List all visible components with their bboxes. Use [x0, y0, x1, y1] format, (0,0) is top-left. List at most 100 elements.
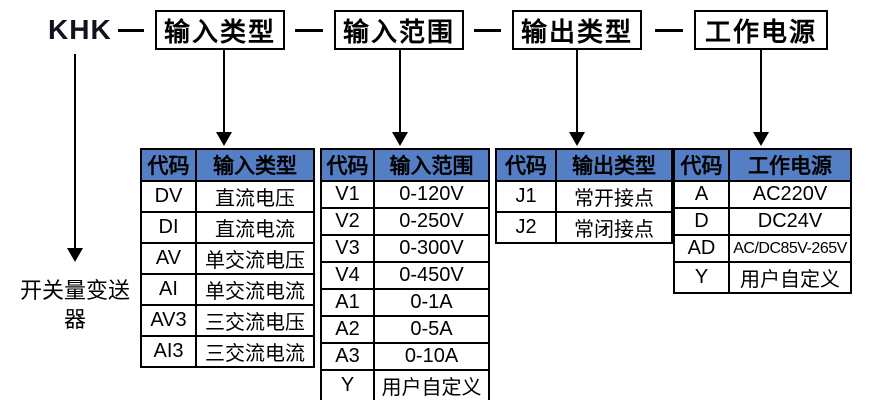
- table-row: A2 0-5A: [320, 315, 490, 344]
- table-row: D DC24V: [673, 207, 852, 236]
- table-header-row: 代码 输入类型: [140, 148, 315, 182]
- segment-label: 输出类型: [520, 16, 633, 47]
- value-cell: 常闭接点: [555, 211, 673, 244]
- code-cell: Y: [673, 261, 730, 294]
- code-cell: J2: [495, 211, 557, 244]
- model-prefix: KHK: [48, 14, 112, 45]
- segment-dash: [118, 29, 144, 32]
- code-cell: J1: [495, 180, 557, 213]
- value-cell: 0-5A: [373, 315, 490, 344]
- code-cell: V2: [320, 207, 375, 236]
- connector-line: [74, 54, 76, 248]
- table-header-row: 代码 输出类型: [495, 148, 673, 182]
- segment-label: 工作电源: [704, 16, 817, 47]
- table-row: Y 用户自定义: [673, 261, 852, 294]
- code-cell: AD: [673, 234, 730, 263]
- down-arrow-icon: [216, 132, 232, 146]
- code-cell: AV: [140, 242, 197, 275]
- code-cell: A: [673, 180, 730, 209]
- table-row: J2 常闭接点: [495, 211, 673, 244]
- table-row: J1 常开接点: [495, 180, 673, 213]
- segment-dash: [655, 29, 683, 32]
- value-cell: 三交流电压: [195, 304, 315, 337]
- segment-dash: [295, 29, 323, 32]
- value-cell: 0-450V: [373, 261, 490, 290]
- segment-box-power-supply: 工作电源: [694, 10, 828, 50]
- value-cell: 0-250V: [373, 207, 490, 236]
- code-cell: Y: [320, 369, 375, 400]
- value-cell: 0-1A: [373, 288, 490, 317]
- code-cell: A1: [320, 288, 375, 317]
- segment-label: 输入类型: [163, 16, 276, 47]
- segment-label: 输入范围: [342, 16, 455, 47]
- code-cell: A2: [320, 315, 375, 344]
- code-cell: AI3: [140, 335, 197, 368]
- segment-box-input-range: 输入范围: [334, 10, 464, 50]
- segment-box-input-type: 输入类型: [155, 10, 285, 50]
- value-cell: 用户自定义: [373, 369, 490, 400]
- table-row: A1 0-1A: [320, 288, 490, 317]
- table-row: AV3 三交流电压: [140, 304, 315, 337]
- code-cell: V3: [320, 234, 375, 263]
- table-row: AI 单交流电流: [140, 273, 315, 306]
- down-arrow-icon: [753, 132, 769, 146]
- value-cell: 三交流电流: [195, 335, 315, 368]
- code-cell: DV: [140, 180, 197, 213]
- table-row: DV 直流电压: [140, 180, 315, 213]
- code-header: 代码: [140, 148, 197, 182]
- connector-line: [223, 50, 225, 132]
- code-cell: AI: [140, 273, 197, 306]
- connector-line: [399, 50, 401, 132]
- code-cell: V1: [320, 180, 375, 209]
- code-header: 代码: [495, 148, 557, 182]
- value-cell: 0-300V: [373, 234, 490, 263]
- table-power-supply: 代码 工作电源 A AC220V D DC24V AD AC/DC85V-265…: [673, 148, 852, 294]
- connector-line: [576, 50, 578, 132]
- table-row: AD AC/DC85V-265V: [673, 234, 852, 263]
- table-row: A AC220V: [673, 180, 852, 209]
- category-header: 输入范围: [373, 148, 490, 182]
- code-cell: DI: [140, 211, 197, 244]
- table-row: V3 0-300V: [320, 234, 490, 263]
- table-header-row: 代码 工作电源: [673, 148, 852, 182]
- table-row: DI 直流电流: [140, 211, 315, 244]
- value-cell: 直流电流: [195, 211, 315, 244]
- value-cell: DC24V: [728, 207, 852, 236]
- category-header: 输出类型: [555, 148, 673, 182]
- table-input-range: 代码 输入范围 V1 0-120V V2 0-250V V3 0-300V V4…: [320, 148, 490, 400]
- category-header: 输入类型: [195, 148, 315, 182]
- segment-box-output-type: 输出类型: [512, 10, 642, 50]
- table-row: V4 0-450V: [320, 261, 490, 290]
- value-cell: 直流电压: [195, 180, 315, 213]
- value-cell: 用户自定义: [728, 261, 852, 294]
- code-cell: A3: [320, 342, 375, 371]
- table-row: A3 0-10A: [320, 342, 490, 371]
- code-cell: D: [673, 207, 730, 236]
- table-row: AI3 三交流电流: [140, 335, 315, 368]
- value-cell: 0-10A: [373, 342, 490, 371]
- code-cell: AV3: [140, 304, 197, 337]
- code-header: 代码: [673, 148, 730, 182]
- code-header: 代码: [320, 148, 375, 182]
- connector-line: [760, 50, 762, 132]
- table-row: V2 0-250V: [320, 207, 490, 236]
- down-arrow-icon: [67, 248, 83, 262]
- category-header: 工作电源: [728, 148, 852, 182]
- value-cell: 0-120V: [373, 180, 490, 209]
- table-input-type: 代码 输入类型 DV 直流电压 DI 直流电流 AV 单交流电压 AI 单交流电…: [140, 148, 315, 368]
- table-row: Y 用户自定义: [320, 369, 490, 400]
- prefix-note: 开关量变送器: [19, 278, 130, 332]
- table-output-type: 代码 输出类型 J1 常开接点 J2 常闭接点: [495, 148, 673, 244]
- value-cell: 单交流电流: [195, 273, 315, 306]
- code-cell: V4: [320, 261, 375, 290]
- value-cell: 单交流电压: [195, 242, 315, 275]
- segment-dash: [474, 29, 501, 32]
- value-cell: AC/DC85V-265V: [728, 234, 852, 263]
- down-arrow-icon: [392, 132, 408, 146]
- table-header-row: 代码 输入范围: [320, 148, 490, 182]
- table-row: V1 0-120V: [320, 180, 490, 209]
- value-cell: 常开接点: [555, 180, 673, 213]
- value-cell: AC220V: [728, 180, 852, 209]
- down-arrow-icon: [569, 132, 585, 146]
